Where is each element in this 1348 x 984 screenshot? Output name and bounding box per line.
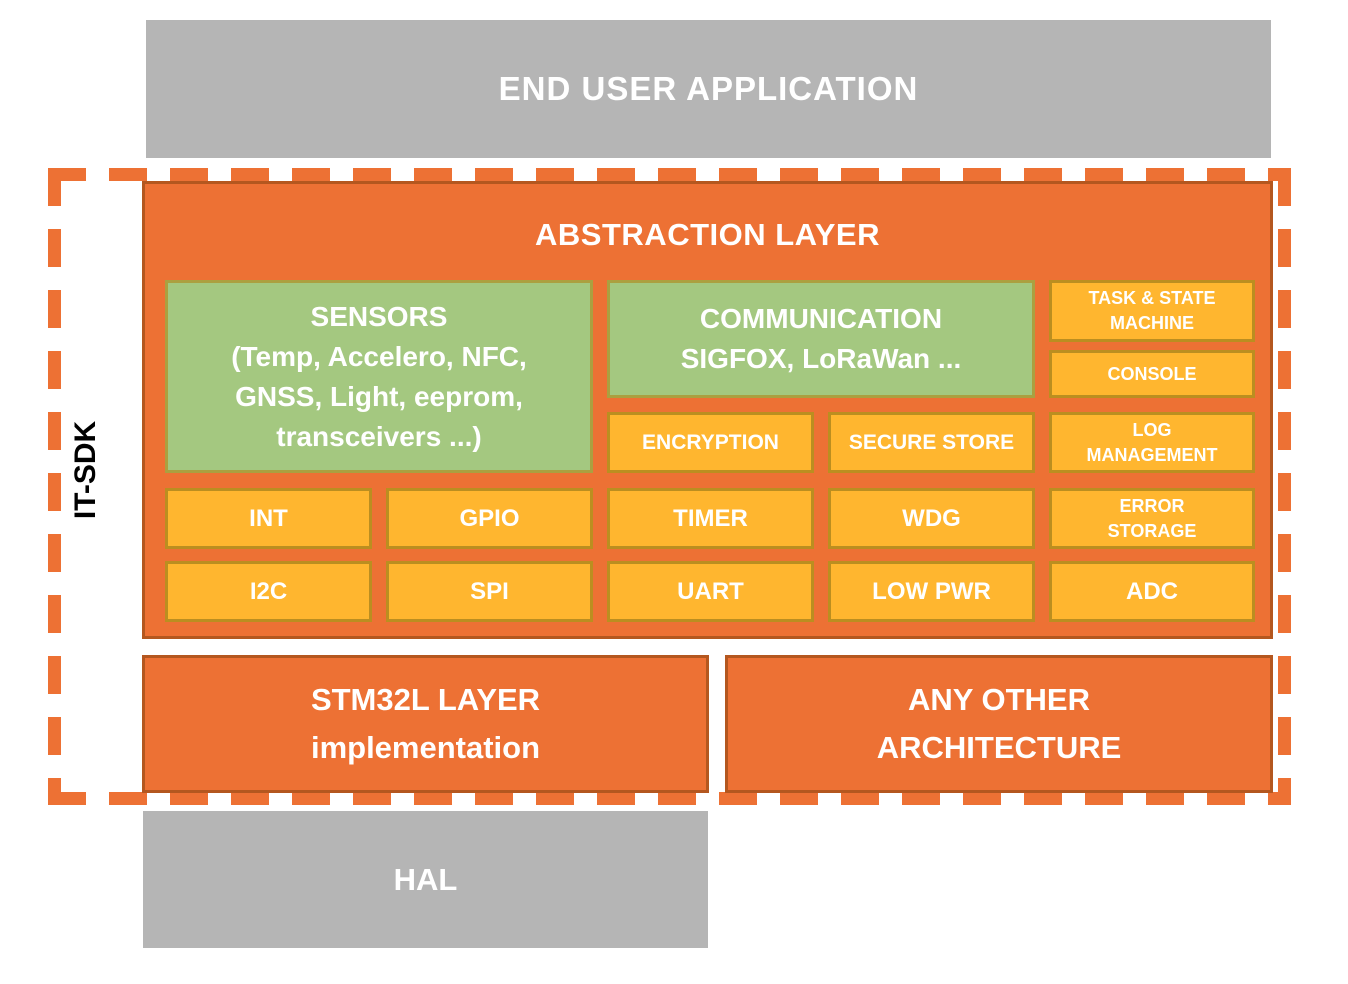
hal-box: HAL [143,811,708,948]
dashed-border-right [1278,168,1291,805]
uart-box: UART [607,561,814,622]
it-sdk-label: IT-SDK [69,420,102,520]
any-other-architecture-box: ANY OTHER ARCHITECTURE [725,655,1273,793]
error-storage-box: ERROR STORAGE [1049,488,1255,549]
dashed-border-bottom [48,792,1291,805]
console-box: CONSOLE [1049,350,1255,398]
dashed-border-left [48,168,61,805]
stm32l-layer-label: STM32L LAYER implementation [310,682,541,765]
end-user-application-label: END USER APPLICATION [498,70,919,107]
i2c-box: I2C [165,561,372,622]
encryption-box: ENCRYPTION [607,412,814,473]
task-state-machine-box: TASK & STATE MACHINE [1049,280,1255,342]
dashed-border-top [48,168,1291,181]
gpio-box: GPIO [386,488,593,549]
secure-store-box: SECURE STORE [828,412,1035,473]
log-management-box: LOG MANAGEMENT [1049,412,1255,473]
communication-box: COMMUNICATION SIGFOX, LoRaWan ... [607,280,1035,398]
wdg-box: WDG [828,488,1035,549]
abstraction-layer-title: ABSTRACTION LAYER [535,217,880,252]
spi-box: SPI [386,561,593,622]
end-user-application-box: END USER APPLICATION [146,20,1271,158]
adc-box: ADC [1049,561,1255,622]
any-other-architecture-label: ANY OTHER ARCHITECTURE [876,682,1122,765]
stm32l-layer-box: STM32L LAYER implementation [142,655,709,793]
abstraction-layer-box: ABSTRACTION LAYER SENSORS (Temp, Acceler… [142,181,1273,639]
it-sdk-dashed-frame [48,168,1291,805]
low-pwr-box: LOW PWR [828,561,1035,622]
sensors-box: SENSORS (Temp, Accelero, NFC, GNSS, Ligh… [165,280,593,473]
timer-box: TIMER [607,488,814,549]
int-box: INT [165,488,372,549]
hal-label: HAL [393,861,458,897]
abstraction-layer-grid: SENSORS (Temp, Accelero, NFC, GNSS, Ligh… [165,280,1255,622]
